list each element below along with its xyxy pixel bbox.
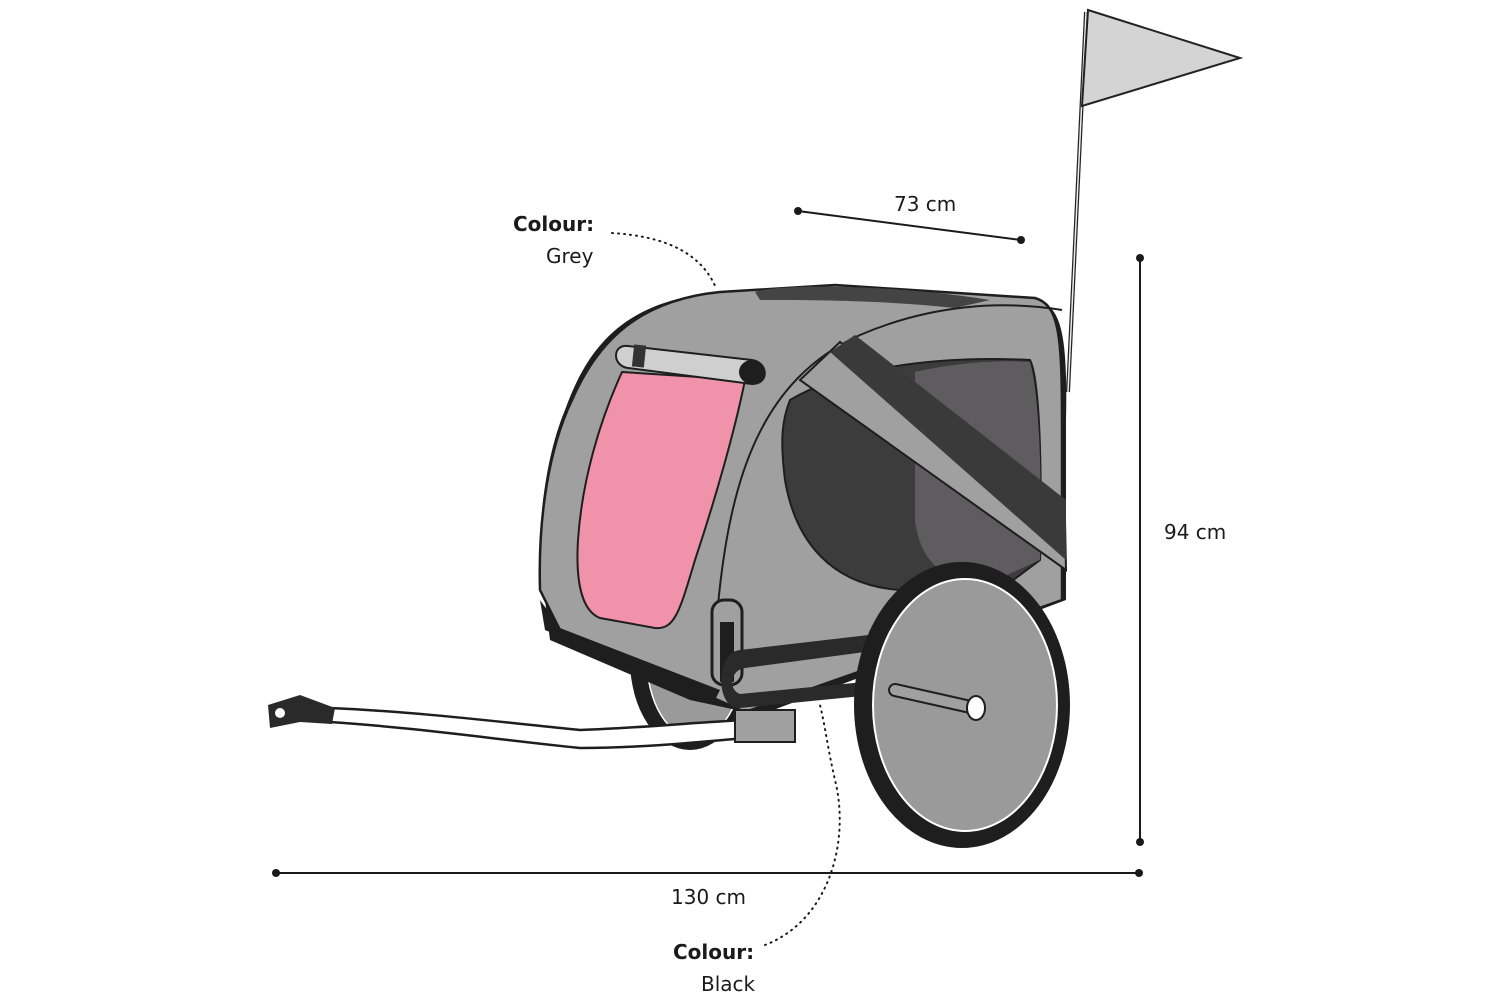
roll-up-bar: [615, 344, 766, 386]
dimension-height-line: [1136, 254, 1144, 846]
colour-label-black: Colour:: [673, 940, 755, 964]
dimension-length-label: 130 cm: [671, 885, 747, 909]
colour-value-black: Black: [701, 972, 756, 996]
dimension-width-line: [794, 207, 1025, 244]
grey-callout-leader: [611, 232, 717, 289]
dimension-length-line: [272, 869, 1143, 877]
drawbar: [268, 695, 796, 750]
black-callout-leader: [764, 704, 841, 946]
flag: [1066, 8, 1244, 393]
colour-label-grey: Colour:: [513, 212, 595, 236]
dimension-height-label: 94 cm: [1164, 520, 1227, 544]
dimension-width-label: 73 cm: [894, 192, 957, 216]
colour-value-grey: Grey: [546, 244, 594, 268]
main-wheel: [854, 562, 1070, 848]
pink-panel: [576, 370, 747, 630]
